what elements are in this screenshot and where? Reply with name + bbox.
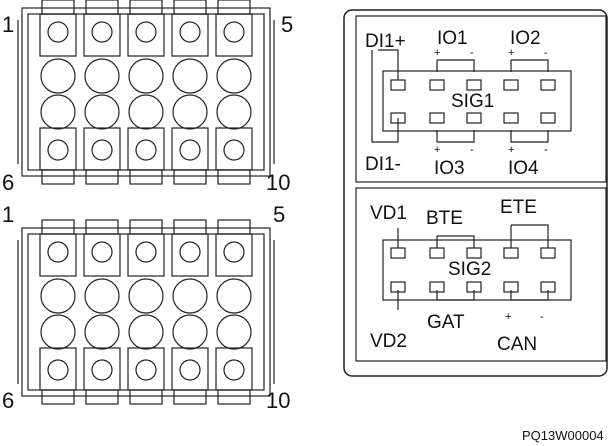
connector-top-screw-bottom-1	[47, 139, 69, 161]
connector-bottom-screw-top-3	[135, 241, 157, 263]
sig1-terminal-1-5	[540, 79, 556, 91]
connector-top-screw-bottom-2	[91, 139, 113, 161]
connector-top-screw-bottom-3	[135, 139, 157, 161]
sig1-io4-minus: -	[544, 144, 548, 156]
figure-code: PQ13W00004	[522, 428, 604, 443]
sig1-terminal-2-2	[429, 112, 445, 124]
sig2-name: SIG2	[448, 259, 491, 280]
connector-bottom-screw-bottom-1	[47, 359, 69, 381]
sig1-label-io4: IO4	[508, 158, 539, 179]
sig2-terminal-1-3	[466, 247, 482, 259]
sig1-block: DI1+ IO1 IO2 + - + - SIG1 DI1- IO3 IO4 +…	[365, 28, 572, 179]
sig2-terminal-1-2	[429, 247, 445, 259]
sig1-terminal-body	[382, 70, 572, 132]
connector-bottom-screw-bottom-5	[223, 359, 245, 381]
sig2-label-ete: ETE	[500, 197, 537, 218]
sig1-io2-minus: -	[544, 47, 548, 59]
connector-bottom-screw-bottom-2	[91, 359, 113, 381]
sig2-label-bte: BTE	[426, 208, 463, 229]
connector-top-pin-5: 5	[281, 12, 293, 37]
connector-bottom-screw-top-2	[91, 241, 113, 263]
sig1-label-di1-plus: DI1+	[365, 31, 406, 52]
sig1-terminal-2-5	[540, 112, 556, 124]
sig1-io3-minus: -	[470, 144, 474, 156]
sig2-terminal-1-5	[540, 247, 556, 259]
sig2-terminal-1-1	[390, 247, 406, 259]
sig1-label-io1: IO1	[437, 28, 468, 49]
sig2-label-vd1: VD1	[370, 203, 407, 224]
connector-bottom-pin-5: 5	[273, 202, 285, 227]
connector-bottom-screw-top-4	[179, 241, 201, 263]
sig1-terminal-1-3	[466, 79, 482, 91]
sig1-io1-plus: +	[434, 47, 440, 59]
connector-top-screw-top-2	[91, 21, 113, 43]
connector-top-screw-top-5	[223, 21, 245, 43]
sig1-io1-minus: -	[470, 47, 474, 59]
sig2-can-minus: -	[540, 311, 544, 323]
sig2-terminal-body	[382, 239, 572, 301]
connector-bottom	[17, 219, 275, 405]
connector-bottom-screw-top-1	[47, 241, 69, 263]
sig2-terminal-1-4	[503, 247, 519, 259]
sig1-label-di1-minus: DI1-	[365, 154, 401, 175]
sig1-label-io2: IO2	[510, 28, 541, 49]
sig1-terminal-2-3	[466, 112, 482, 124]
sig2-section	[355, 187, 607, 362]
connector-top-screw-bottom-4	[179, 139, 201, 161]
connector-top-screw-top-3	[135, 21, 157, 43]
connector-top-screw-bottom-5	[223, 139, 245, 161]
connector-bottom-screw-top-5	[223, 241, 245, 263]
connector-top-screw-top-1	[47, 21, 69, 43]
sig1-section	[355, 15, 607, 183]
sig2-label-can: CAN	[497, 334, 537, 355]
connector-bottom-screw-bottom-4	[179, 359, 201, 381]
sig2-label-gat: GAT	[427, 312, 465, 333]
sig1-io4-plus: +	[508, 144, 514, 156]
sig2-can-plus: +	[505, 311, 511, 323]
connector-top-pin-6: 6	[2, 170, 14, 195]
sig1-terminal-2-4	[503, 112, 519, 124]
connector-top-screw-top-4	[179, 21, 201, 43]
sig1-io3-plus: +	[434, 144, 440, 156]
connector-top-pin-1: 1	[2, 12, 14, 37]
sig2-block: VD1 BTE ETE SIG2 VD2 GAT CAN + -	[370, 197, 572, 355]
sig1-terminal-1-4	[503, 79, 519, 91]
sig1-terminal-1-2	[429, 79, 445, 91]
connector-bottom-pin-6: 6	[2, 388, 14, 413]
sig1-name: SIG1	[451, 91, 494, 112]
connector-bottom-pin-10: 10	[266, 388, 290, 413]
connector-top-pin-10: 10	[266, 170, 290, 195]
sig1-terminal-1-1	[390, 79, 406, 91]
sig1-label-io3: IO3	[434, 158, 465, 179]
sig1-io2-plus: +	[508, 47, 514, 59]
signal-panel	[343, 9, 608, 377]
connector-bottom-pin-1: 1	[2, 202, 14, 227]
sig2-label-vd2: VD2	[370, 331, 407, 352]
connector-bottom-screw-bottom-3	[135, 359, 157, 381]
connector-top	[17, 0, 275, 185]
